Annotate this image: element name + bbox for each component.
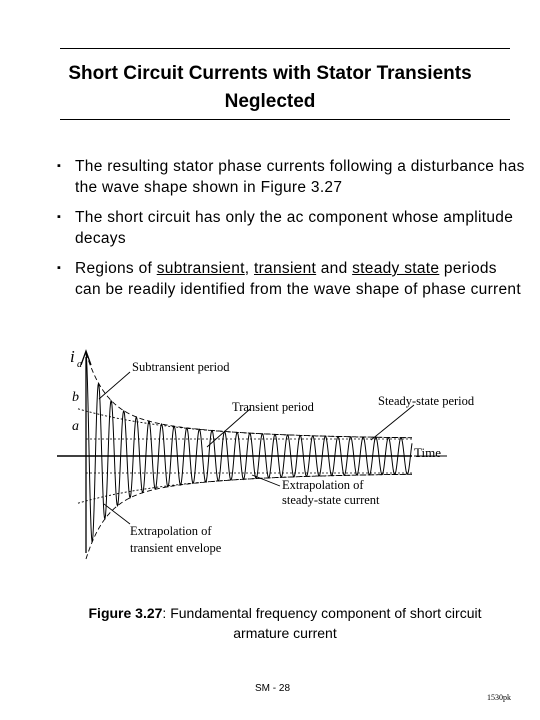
term-subtransient: subtransient <box>156 260 245 277</box>
bullet-text-sep: , <box>244 260 254 277</box>
subtransient-pointer <box>98 371 131 400</box>
short-circuit-current-figure: i a b a Time Subtransient period Transie… <box>57 347 475 560</box>
subtransient-envelope-bottom <box>85 473 412 560</box>
page-reference: 1530pk <box>487 693 511 702</box>
bullet-text: The resulting stator phase currents foll… <box>75 158 525 196</box>
extrapolation-transient-pointer <box>103 503 131 525</box>
subtransient-envelope-top <box>85 352 412 439</box>
extrapolation-transient-label-line1: Extrapolation of <box>130 524 212 538</box>
bullet-text-part: Regions of <box>75 260 157 277</box>
extrapolation-steady-label-line1: Extrapolation of <box>282 478 364 492</box>
slide-title: Short Circuit Currents with Stator Trans… <box>68 63 472 112</box>
point-a-label: a <box>72 419 79 434</box>
point-b-label: b <box>72 390 79 405</box>
bullet-item-1: ▪ The resulting stator phase currents fo… <box>55 156 525 198</box>
term-transient: transient <box>253 260 317 277</box>
term-steady-state: steady state <box>352 260 440 277</box>
extrapolation-transient-label-line2: transient envelope <box>130 541 222 555</box>
figure-caption: Figure 3.27: Fundamental frequency compo… <box>70 603 500 643</box>
current-axis-label: i <box>70 347 75 366</box>
bullet-text: Regions of subtransient, transient and s… <box>75 260 521 298</box>
extrapolation-steady-label-line2: steady-state current <box>282 493 380 507</box>
bullet-text: The short circuit has only the ac compon… <box>75 209 514 247</box>
bullet-square-icon: ▪ <box>57 262 62 274</box>
page-number: SM - 28 <box>255 683 291 694</box>
bullet-list: ▪ The resulting stator phase currents fo… <box>55 156 525 309</box>
figure-caption-text: : Fundamental frequency component of sho… <box>162 605 482 641</box>
transient-pointer <box>206 408 251 448</box>
steady-state-pointer <box>370 404 415 441</box>
transient-period-label: Transient period <box>232 400 315 414</box>
bullet-text-part: periods can be readily identified from t… <box>75 260 521 298</box>
extrapolation-steady-pointer <box>251 474 281 487</box>
top-rule <box>60 48 510 49</box>
bullet-square-icon: ▪ <box>57 211 62 223</box>
current-axis-arrow-icon <box>80 349 92 366</box>
bullet-item-3: ▪ Regions of subtransient, transient and… <box>55 258 525 300</box>
time-axis-label: Time <box>414 445 441 460</box>
phase-current-waveform <box>85 352 413 543</box>
bullet-item-2: ▪ The short circuit has only the ac comp… <box>55 207 525 249</box>
figure-caption-label: Figure 3.27 <box>88 605 163 621</box>
subtransient-period-label: Subtransient period <box>132 360 230 374</box>
bullet-square-icon: ▪ <box>57 160 62 172</box>
steady-state-period-label: Steady-state period <box>378 394 475 408</box>
bullet-text-sep: and <box>316 260 353 277</box>
transient-envelope-top <box>77 408 412 439</box>
bottom-rule <box>60 119 510 120</box>
current-axis-subscript: a <box>77 359 82 370</box>
transient-envelope-bottom <box>77 473 412 504</box>
